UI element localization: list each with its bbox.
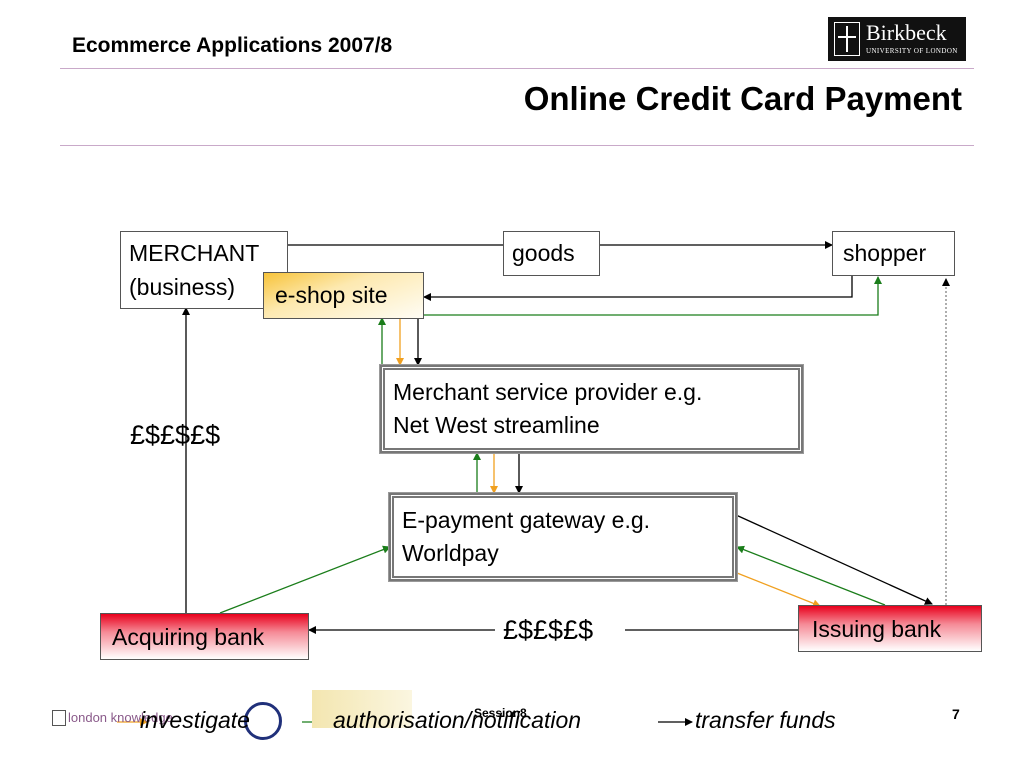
gateway-issuing-black-arrow [735, 514, 933, 605]
goods-box: goods [503, 231, 600, 276]
gateway-line2: Worldpay [402, 540, 499, 566]
partner-square-icon [52, 710, 66, 726]
msp-line1: Merchant service provider e.g. [393, 379, 703, 405]
msp-line2: Net West streamline [393, 412, 600, 438]
issuing-label: Issuing bank [812, 616, 942, 642]
merchant-service-provider-box: Merchant service provider e.g. Net West … [379, 364, 804, 454]
eshop-site-box: e-shop site [263, 272, 424, 319]
shopper-label: shopper [843, 240, 927, 266]
title-rule [60, 145, 974, 146]
eshop-shopper-green-arrow [424, 276, 882, 316]
birkbeck-logo: Birkbeck UNIVERSITY OF LONDON [828, 17, 966, 61]
legend-authorisation: authorisation/notification [333, 707, 582, 733]
gateway-issuing-orange-arrow [736, 572, 821, 608]
goods-label: goods [512, 240, 575, 266]
legend-transfer: transfer funds [695, 707, 836, 733]
slide-title: Online Credit Card Payment [523, 80, 962, 117]
funds-label-left: £$£$£$ [130, 420, 221, 450]
course-title: Ecommerce Applications 2007/8 [72, 34, 393, 57]
shopper-box: shopper [832, 231, 955, 276]
gateway-line1: E-payment gateway e.g. [402, 507, 651, 533]
eshop-label: e-shop site [275, 282, 388, 308]
acquiring-label: Acquiring bank [112, 624, 265, 650]
partner-globe-icon [244, 702, 282, 740]
logo-subtitle: UNIVERSITY OF LONDON [866, 47, 958, 55]
header-rule [60, 68, 974, 69]
acquiring-bank-box: Acquiring bank [100, 613, 309, 660]
payment-gateway-box: E-payment gateway e.g. Worldpay [388, 492, 738, 582]
crest-icon [834, 22, 860, 56]
partner-text: london knowledge [68, 710, 173, 725]
legend-investigate: investigate [140, 707, 250, 733]
funds-label-bottom: £$£$£$ [503, 615, 594, 645]
merchant-sublabel: (business) [129, 274, 236, 300]
partner-banner-icon [312, 690, 412, 728]
session-label: Session8 [474, 706, 527, 720]
acquiring-gateway-green-arrow [219, 545, 391, 614]
issuing-gateway-green-arrow [736, 545, 886, 606]
logo-name: Birkbeck [866, 20, 947, 45]
shopper-eshop-arrow [423, 275, 853, 301]
merchant-box: MERCHANT (business) [120, 231, 288, 309]
page-number: 7 [952, 706, 960, 722]
merchant-label: MERCHANT [129, 240, 260, 266]
issuing-bank-box: Issuing bank [798, 605, 982, 652]
